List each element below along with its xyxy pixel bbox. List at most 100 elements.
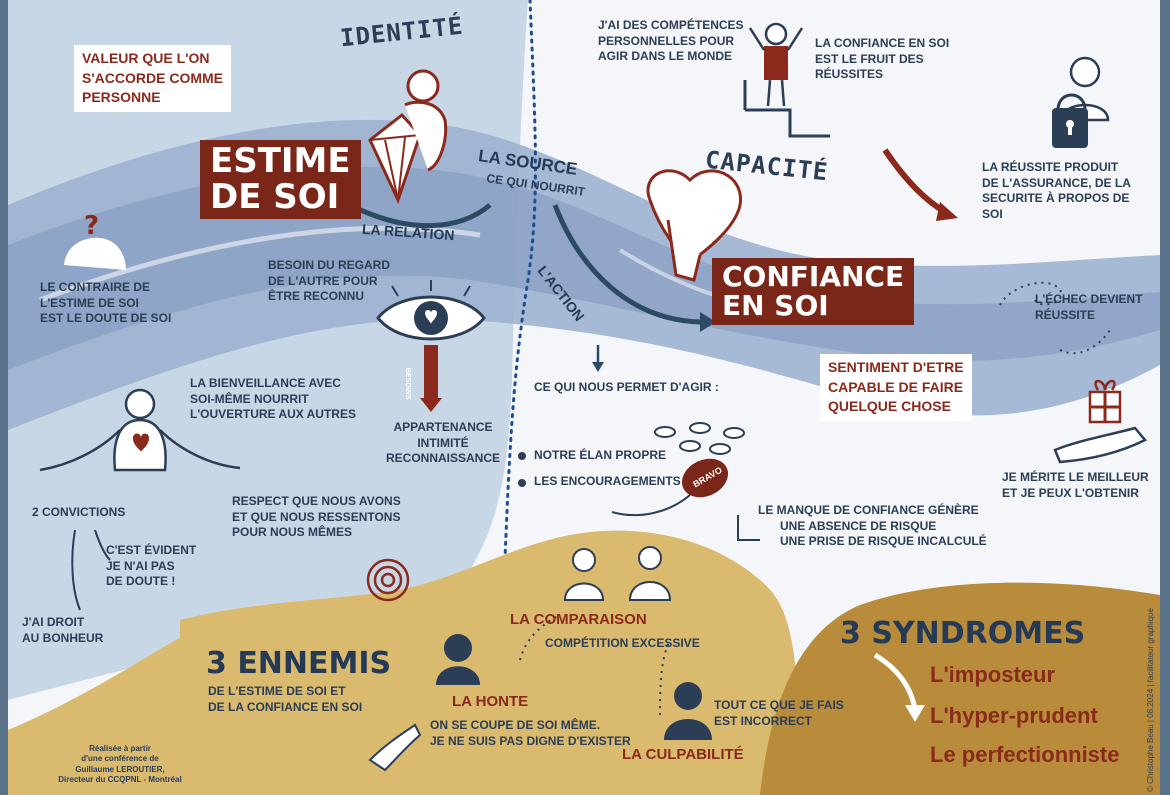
merite-text: JE MÉRITE LE MEILLEUR ET JE PEUX L'OBTEN… — [1002, 470, 1149, 501]
text-line: DE DOUTE ! — [106, 574, 176, 589]
eye-icon — [376, 280, 486, 341]
respect-text: RESPECT QUE NOUS AVONS ET QUE NOUS RESSE… — [232, 494, 401, 541]
bullet-elan: NOTRE ÉLAN PROPRE — [534, 448, 667, 462]
ennemis-subtitle: DE L'ESTIME DE SOI ET DE LA CONFIANCE EN… — [208, 684, 362, 715]
text-line: L'ESTIME DE SOI — [40, 295, 139, 310]
culpabilite-person-icon — [664, 682, 712, 740]
text-line: LA RÉUSSITE PRODUIT — [982, 160, 1119, 174]
sentiment-line: SENTIMENT D'ETRE — [828, 359, 964, 375]
text-line: EST LE FRUIT DES — [815, 51, 924, 66]
podium-person-icon — [743, 22, 830, 138]
syndrome-imposteur: L'imposteur — [930, 662, 1056, 687]
fruit-text: LA CONFIANCE EN SOI EST LE FRUIT DES RÉU… — [815, 36, 949, 83]
text-line: DE L'ASSURANCE, DE LA — [982, 175, 1131, 190]
droit-text: J'AI DROIT AU BONHEUR — [22, 615, 103, 646]
appartenance-text: APPARTENANCE INTIMITÉ RECONNAISSANCE — [386, 420, 500, 467]
credit-text: Réalisée à partir d'une conférence de Gu… — [50, 744, 190, 786]
permet-label: CE QUI NOUS PERMET D'AGIR : — [534, 380, 719, 394]
ennemis-title: 3 ENNEMIS — [206, 646, 392, 681]
pointing-hand-icon — [368, 723, 422, 772]
syndromes-region — [760, 582, 1160, 795]
text-line: AU BONHEUR — [22, 630, 104, 645]
value-line: PERSONNE — [82, 89, 161, 106]
heart-hand-icon — [646, 169, 742, 282]
reussite-text: LA RÉUSSITE PRODUIT DE L'ASSURANCE, DE L… — [982, 160, 1131, 222]
person-icon — [404, 69, 448, 172]
culpabilite-desc: TOUT CE QUE JE FAIS EST INCORRECT — [714, 698, 844, 729]
sentiment-line: QUELQUE CHOSE — [828, 398, 951, 415]
text-line: UNE ABSENCE DE RISQUE — [780, 518, 937, 533]
besoin-text: BESOIN DU REGARD DE L'AUTRE POUR ÊTRE RE… — [268, 258, 390, 305]
text-line: INTIMITÉ — [417, 435, 469, 450]
sentiment-box: SENTIMENT D'ETRE CAPABLE DE FAIRE QUELQU… — [820, 354, 972, 421]
bullet-encouragements: LES ENCOURAGEMENTS — [534, 474, 681, 488]
confiance-line: EN SOI — [722, 289, 829, 323]
syndromes-title: 3 SYNDROMES — [840, 616, 1086, 651]
text-line: EST INCORRECT — [714, 713, 813, 728]
sentiment-line: CAPABLE DE FAIRE — [828, 378, 964, 395]
text-line: JE N'AI PAS — [106, 558, 175, 573]
text-line: LE CONTRAIRE DE — [40, 280, 151, 294]
confiance-title: CONFIANCE EN SOI — [712, 258, 915, 325]
credit-line: Guillaume LEROUTIER, — [75, 764, 165, 774]
honte-label: LA HONTE — [452, 693, 529, 710]
honte-desc: ON SE COUPE DE SOI MÊME. JE NE SUIS PAS … — [430, 718, 631, 749]
echec-text: L'ÉCHEC DEVIENT RÉUSSITE — [1035, 292, 1143, 323]
text-line: EST LE DOUTE DE SOI — [40, 311, 172, 326]
value-line: VALEUR QUE L'ON — [82, 50, 210, 66]
text-line: RESPECT QUE NOUS AVONS — [232, 494, 401, 508]
text-line: ET QUE NOUS RESSENTONS — [232, 509, 401, 524]
spiral-icon — [366, 558, 410, 602]
convictions-label: 2 CONVICTIONS — [32, 505, 126, 519]
text-line: JE NE SUIS PAS DIGNE D'EXISTER — [430, 733, 631, 748]
syndrome-hyper-prudent: L'hyper-prudent — [930, 703, 1098, 728]
estime-line: ESTIME — [210, 141, 351, 181]
text-line: ET JE PEUX L'OBTENIR — [1002, 485, 1139, 500]
culpabilite-label: LA CULPABILITÉ — [622, 746, 744, 763]
comparaison-label: LA COMPARAISON — [510, 611, 647, 628]
text-line: C'EST ÉVIDENT — [106, 543, 197, 557]
contraire-text: LE CONTRAIRE DE L'ESTIME DE SOI EST LE D… — [40, 280, 171, 327]
text-line: BESOIN DU REGARD — [268, 258, 391, 272]
text-line: DE LA CONFIANCE EN SOI — [208, 699, 363, 714]
heart-person-icon — [39, 388, 241, 472]
honte-person-icon — [436, 634, 480, 685]
question-person-icon: ? — [64, 211, 126, 270]
credit-line: Réalisée à partir — [89, 744, 151, 753]
estime-line: DE SOI — [210, 176, 340, 217]
text-line: UNE PRISE DE RISQUE INCALCULÉ — [780, 534, 987, 549]
text-line: APPARTENANCE — [393, 420, 493, 434]
text-line: LE MANQUE DE CONFIANCE GÉNÈRE — [758, 503, 979, 517]
credit-line: d'une conférence de — [81, 754, 159, 764]
text-line: RECONNAISSANCE — [386, 451, 501, 466]
text-line: L'OUVERTURE AUX AUTRES — [190, 407, 356, 422]
text-line: POUR NOUS MÊMES — [232, 525, 353, 540]
svg-text:?: ? — [84, 211, 99, 241]
comparaison-people-icon — [563, 546, 672, 601]
text-line: J'AI DROIT — [22, 615, 85, 629]
text-line: J'AI DES COMPÉTENCES — [598, 18, 744, 32]
bienveillance-text: LA BIENVEILLANCE AVEC SOI-MÊME NOURRIT L… — [190, 376, 356, 423]
value-box: VALEUR QUE L'ON S'ACCORDE COMME PERSONNE — [74, 45, 231, 112]
text-line: LA CONFIANCE EN SOI — [815, 36, 950, 50]
confiance-line: CONFIANCE — [722, 260, 905, 293]
text-line: LA BIENVEILLANCE AVEC — [190, 376, 341, 390]
syndrome-perfectionniste: Le perfectionniste — [930, 742, 1120, 767]
text-line: TOUT CE QUE JE FAIS — [714, 698, 844, 712]
estime-title: ESTIME DE SOI — [200, 140, 361, 220]
manque-text: LE MANQUE DE CONFIANCE GÉNÈRE UNE ABSENC… — [758, 503, 987, 550]
text-line: DE L'ESTIME DE SOI ET — [208, 684, 346, 698]
besoins-tag: BESOINS — [404, 368, 411, 400]
text-line: AGIR DANS LE MONDE — [598, 49, 733, 64]
text-line: SOI-MÊME NOURRIT — [190, 391, 309, 406]
competences-text: J'AI DES COMPÉTENCES PERSONNELLES POUR A… — [598, 18, 744, 65]
text-line: L'ÉCHEC DEVIENT — [1035, 292, 1143, 306]
value-line: S'ACCORDE COMME — [82, 69, 223, 86]
text-line: RÉUSSITES — [815, 67, 884, 82]
evident-text: C'EST ÉVIDENT JE N'AI PAS DE DOUTE ! — [106, 543, 196, 590]
text-line: JE MÉRITE LE MEILLEUR — [1002, 470, 1149, 484]
text-line: ON SE COUPE DE SOI MÊME. — [430, 718, 601, 732]
gift-hand-icon — [1053, 379, 1147, 464]
text-line: DE L'AUTRE POUR — [268, 273, 378, 288]
